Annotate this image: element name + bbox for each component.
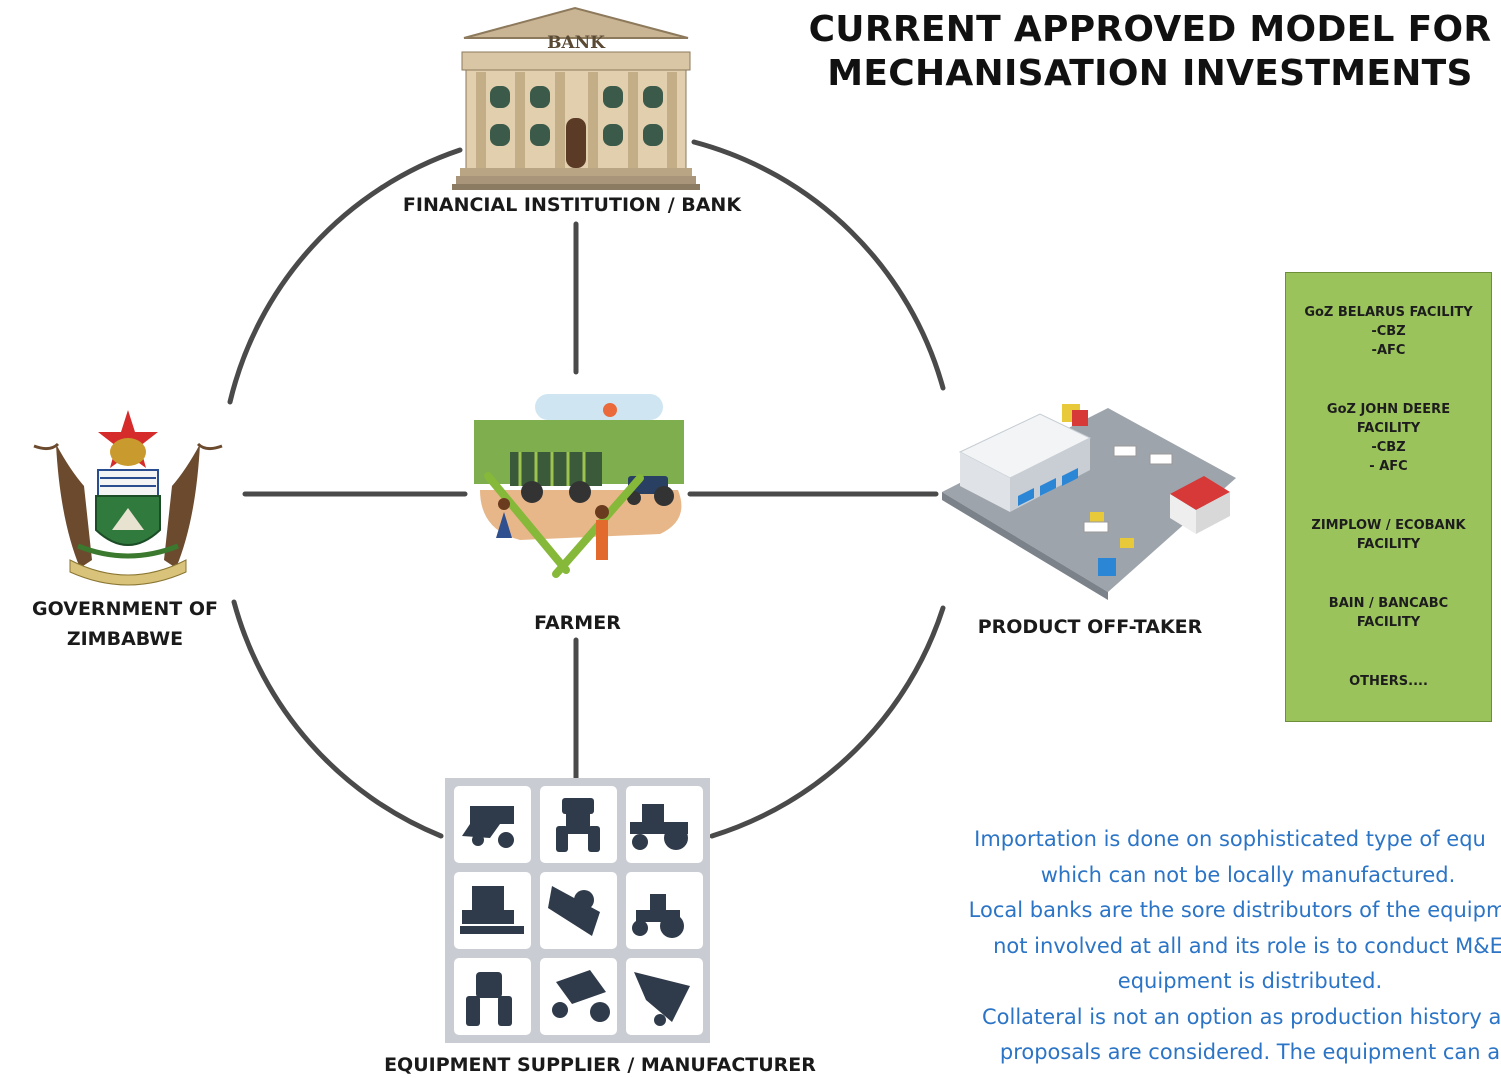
ring-arc-gov-bank: [227, 147, 463, 405]
connector-spokes: [242, 221, 939, 781]
facility-bain-bancabc: BAIN / BANCABC FACILITY: [1328, 596, 1449, 630]
government-label: GOVERNMENT OF ZIMBABWE: [10, 594, 240, 654]
tractor-iso-icon: [552, 970, 610, 1022]
bank-label: FINANCIAL INSTITUTION / BANK: [402, 194, 742, 216]
farmer-scene-icon: [474, 394, 684, 578]
facility-others: OTHERS....: [1349, 674, 1428, 689]
bank-sign: BANK: [547, 33, 606, 53]
offtaker-label: PRODUCT OFF-TAKER: [977, 616, 1203, 638]
equipment-grid: [445, 778, 710, 1043]
coat-of-arms-icon: [33, 410, 223, 586]
facility-belarus: GoZ BELARUS FACILITY -CBZ -AFC: [1304, 305, 1473, 358]
sprayer-icon: [634, 972, 690, 1026]
harvester-header-icon: [548, 886, 600, 936]
farmer-label: FARMER: [534, 612, 621, 634]
loader-icon: [460, 886, 524, 934]
ring-arc-offtaker-supplier: [709, 605, 946, 839]
facility-zimplow-ecobank: ZIMPLOW / ECOBANK FACILITY: [1311, 518, 1466, 552]
connector-ring: [227, 139, 946, 839]
warehouse-icon: [942, 404, 1236, 600]
tractor-small-icon: [632, 894, 684, 938]
facilities-panel: GoZ BELARUS FACILITY -CBZ -AFC GoZ JOHN …: [1285, 272, 1492, 722]
ring-arc-bank-offtaker: [691, 139, 946, 391]
bank-building-icon: BANK: [452, 6, 700, 190]
supplier-label: EQUIPMENT SUPPLIER / MANUFACTURER: [384, 1054, 816, 1076]
title-line-1: CURRENT APPROVED MODEL FOR: [808, 9, 1492, 50]
combine-harvester-icon: [462, 806, 514, 848]
tractor-front-icon: [556, 798, 600, 852]
ring-arc-supplier-gov: [231, 599, 444, 839]
government-label-line-2: ZIMBABWE: [66, 628, 184, 650]
tractor-side-icon: [630, 804, 688, 850]
tractor-cab-icon: [466, 972, 512, 1026]
diagram-title: CURRENT APPROVED MODEL FOR MECHANISATION…: [800, 8, 1500, 96]
government-label-line-1: GOVERNMENT OF: [32, 598, 218, 620]
facility-john-deere: GoZ JOHN DEERE FACILITY -CBZ - AFC: [1326, 402, 1451, 474]
title-line-2: MECHANISATION INVESTMENTS: [827, 53, 1473, 94]
